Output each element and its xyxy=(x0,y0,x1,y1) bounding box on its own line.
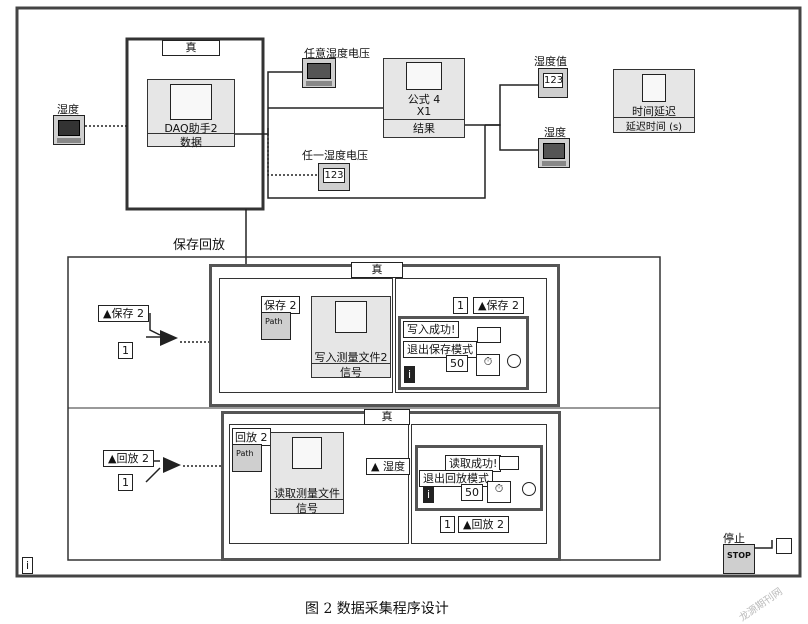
replay-case-one[interactable]: 1 xyxy=(440,516,455,533)
save-ok-msg[interactable]: 写入成功! xyxy=(403,321,460,338)
save-val[interactable]: 50 xyxy=(446,355,468,372)
loop-index: i xyxy=(22,557,34,574)
replay-inner-tag[interactable]: ▲回放 2 xyxy=(458,516,509,533)
humid-out-label: 湿度 xyxy=(544,126,566,139)
compare-replay-icon xyxy=(163,457,181,473)
read-file-node[interactable]: 读取测量文件 信号 xyxy=(270,432,344,515)
save-const[interactable]: 1 xyxy=(118,342,133,359)
replay-index: i xyxy=(423,486,435,503)
wait-icon: ⏱ xyxy=(476,354,500,376)
humid-value-label: 湿度值 xyxy=(534,55,567,68)
save-case-one[interactable]: 1 xyxy=(453,297,468,314)
while-loop-frame xyxy=(15,6,802,578)
any-one-voltage-indicator[interactable]: 123 xyxy=(318,163,350,191)
daq-icon xyxy=(170,84,212,120)
save-replay-label: 保存回放 xyxy=(173,238,226,253)
formula-icon xyxy=(406,62,442,90)
daq-assistant-node[interactable]: DAQ助手2 数据 xyxy=(147,79,235,149)
any-humid-voltage-label: 任意湿度电压 xyxy=(304,47,370,60)
compare-save-icon xyxy=(160,330,178,346)
humid-value-indicator[interactable]: 123 xyxy=(538,68,568,98)
any-one-voltage-label: 任一湿度电压 xyxy=(302,149,368,162)
humidity-in-label: 湿度 xyxy=(57,103,79,116)
save-inner-tag[interactable]: ▲保存 2 xyxy=(473,297,524,314)
replay-wait-icon: ⏱ xyxy=(487,481,511,503)
stop-label: 停止 xyxy=(723,532,745,545)
replay-ok-msg[interactable]: 读取成功! xyxy=(445,455,502,472)
read-file-icon xyxy=(292,437,322,469)
save-enum[interactable]: ▲保存 2 xyxy=(98,305,149,322)
figure-caption: 图 2 数据采集程序设计 xyxy=(305,601,449,617)
humid-graph[interactable] xyxy=(538,138,570,168)
humidity-in-terminal[interactable] xyxy=(53,115,85,145)
write-file-icon xyxy=(335,301,367,333)
formula-node[interactable]: 公式 4 X1 结果 xyxy=(383,58,465,138)
replay-path-terminal[interactable]: Path xyxy=(232,444,262,472)
save-index: i xyxy=(404,366,416,383)
replay-exit-msg[interactable]: 退出回放模式 xyxy=(419,470,493,487)
save-ctrl-label: 保存 2 xyxy=(261,296,300,314)
top-case-selector[interactable]: 真 xyxy=(162,40,220,56)
replay-case-selector[interactable]: 真 xyxy=(364,409,410,425)
write-file-node[interactable]: 写入测量文件2 信号 xyxy=(311,296,391,379)
save-path-terminal[interactable]: Path xyxy=(261,312,291,340)
replay-out-tag[interactable]: ▲ 湿度 xyxy=(366,458,410,475)
replay-const[interactable]: 1 xyxy=(118,474,133,491)
hourglass-icon xyxy=(642,74,666,102)
loop-condition-icon xyxy=(776,538,792,554)
any-humid-voltage-graph[interactable] xyxy=(302,58,336,88)
save-case-selector[interactable]: 真 xyxy=(351,262,403,278)
replay-val[interactable]: 50 xyxy=(461,484,483,501)
replay-stop-indicator-icon xyxy=(522,482,536,496)
dialog-icon xyxy=(477,327,501,343)
replay-dialog-icon xyxy=(499,456,519,470)
top-case-frame xyxy=(125,37,265,211)
time-delay-node[interactable]: 时间延迟 延迟时间 (s) xyxy=(613,69,695,133)
replay-enum[interactable]: ▲回放 2 xyxy=(103,450,154,467)
stop-button[interactable]: STOP xyxy=(723,544,755,574)
stop-indicator-icon xyxy=(507,354,521,368)
save-exit-msg[interactable]: 退出保存模式 xyxy=(403,341,477,358)
